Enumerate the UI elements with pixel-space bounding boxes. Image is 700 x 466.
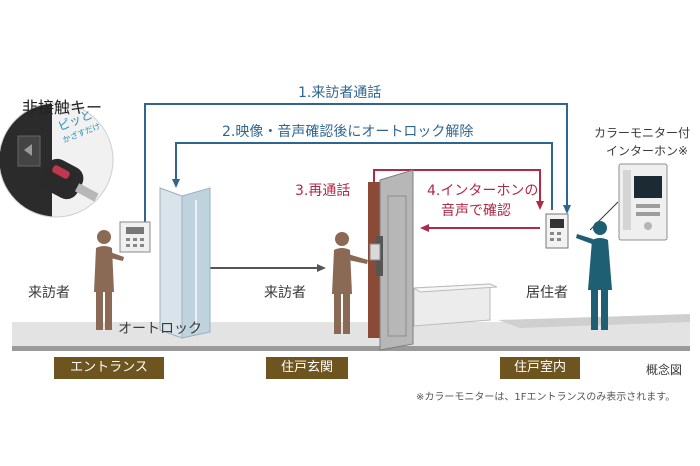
- footnote: ※カラーモニターは、1Fエントランスのみ表示されます。: [416, 392, 676, 403]
- step3-label: 3.再通話: [295, 183, 351, 199]
- resident-label: 居住者: [526, 285, 568, 301]
- color-monitor-intercom: [618, 163, 668, 241]
- apartment-door: [368, 169, 414, 351]
- indoor-intercom-unit: [545, 213, 569, 249]
- monitor-label-line2: インターホン※: [606, 144, 689, 158]
- resident-figure: [576, 221, 612, 330]
- monitor-label-line1: カラーモニター付: [594, 126, 691, 140]
- step4-label-line1: 4.インターホンの: [427, 183, 539, 199]
- visitor-middle-figure: [332, 232, 368, 334]
- step1-arrow: [144, 103, 571, 226]
- contactless-key-illustration: ピッと かざすだけ: [0, 102, 114, 218]
- concept-label: 概念図: [646, 363, 683, 377]
- entrance-intercom-panel: [119, 221, 151, 253]
- autolock-door: [159, 187, 211, 339]
- zone-entrance: エントランス: [54, 357, 164, 379]
- step2-arrow: [172, 142, 553, 210]
- floor: [12, 314, 690, 351]
- visitor-left-label: 来訪者: [28, 285, 70, 301]
- zone-apartment-entrance: 住戸玄関: [266, 357, 348, 379]
- step2-label: 2.映像・音声確認後にオートロック解除: [222, 124, 474, 140]
- step4-label-line2: 音声で確認: [441, 203, 511, 219]
- step1-label: 1.来訪者通話: [298, 85, 382, 101]
- visitor-middle-label: 来訪者: [264, 285, 306, 301]
- zone-apartment-interior: 住戸室内: [500, 357, 580, 379]
- visitor-left-figure: [94, 230, 124, 330]
- room-counter: [412, 283, 498, 327]
- contactless-key-label: 非接触キー: [22, 98, 103, 117]
- autolock-label: オートロック: [118, 321, 202, 337]
